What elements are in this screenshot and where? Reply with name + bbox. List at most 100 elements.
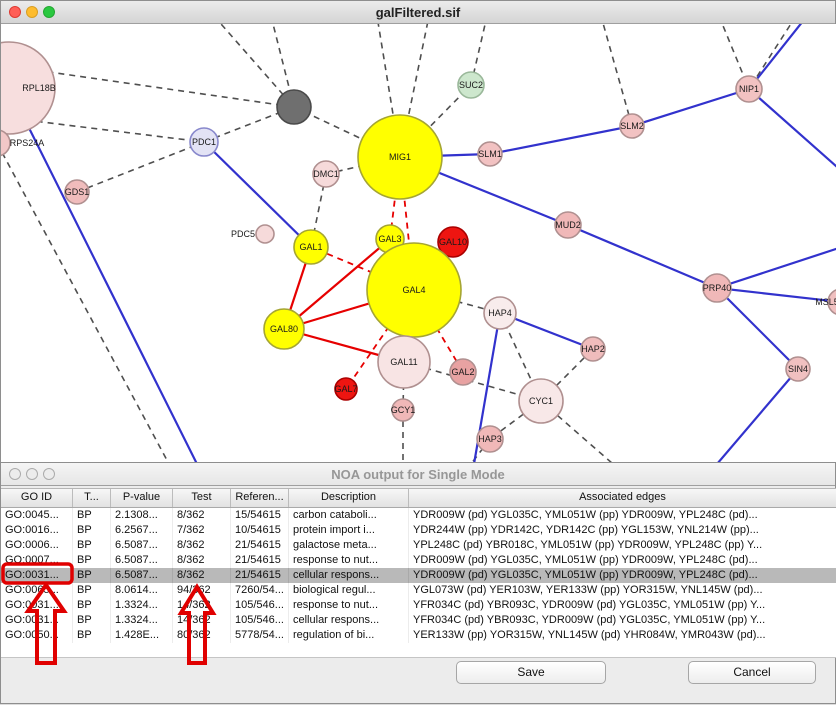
edge[interactable]: [716, 287, 799, 370]
node-label-hap4: HAP4: [488, 308, 512, 318]
node-label-gal3: GAL3: [378, 234, 401, 244]
node-rpl18b[interactable]: [1, 41, 56, 135]
node-label-cyc1: CYC1: [529, 396, 553, 406]
node-mud2[interactable]: [554, 211, 582, 239]
column-header-associated-edges[interactable]: Associated edges: [409, 489, 836, 507]
edge[interactable]: [1, 143, 170, 463]
node-gal7[interactable]: [334, 377, 358, 401]
edge[interactable]: [748, 88, 836, 174]
node-slm2[interactable]: [619, 113, 645, 139]
minimize-button[interactable]: [26, 6, 38, 18]
edge[interactable]: [567, 223, 718, 290]
node-msl5[interactable]: [827, 289, 836, 315]
edge[interactable]: [293, 106, 401, 158]
node-gcy1[interactable]: [391, 398, 415, 422]
cancel-button[interactable]: Cancel: [688, 661, 816, 684]
edge[interactable]: [716, 368, 799, 463]
edge[interactable]: [214, 24, 295, 108]
node-gal4[interactable]: [366, 242, 462, 338]
edge[interactable]: [748, 24, 796, 90]
node-label-slm1: SLM1: [478, 149, 502, 159]
cell: protein import i...: [289, 523, 409, 538]
node-label-gds1: GDS1: [65, 187, 90, 197]
node-label-mud2: MUD2: [555, 220, 581, 230]
node-nip1[interactable]: [735, 75, 763, 103]
node-sin4[interactable]: [785, 356, 811, 382]
edge[interactable]: [1, 64, 295, 108]
edge[interactable]: [748, 24, 807, 90]
node-gal80[interactable]: [263, 308, 305, 350]
node-pdc5[interactable]: [255, 224, 275, 244]
cell: 1.3324...: [111, 613, 173, 628]
cell: GO:0006...: [1, 538, 73, 553]
node-dmc1[interactable]: [312, 160, 340, 188]
node-gal10[interactable]: [437, 226, 469, 258]
cell: galactose meta...: [289, 538, 409, 553]
node-label-gcy1: GCY1: [391, 405, 416, 415]
node-mig1[interactable]: [357, 114, 443, 200]
edge[interactable]: [310, 246, 415, 291]
zoom-button[interactable]: [43, 468, 55, 480]
column-header-description[interactable]: Description: [289, 489, 409, 507]
cell: 8/362: [173, 508, 231, 523]
node-cyc1[interactable]: [518, 378, 564, 424]
node-gds1[interactable]: [64, 179, 90, 205]
node-gal11[interactable]: [377, 335, 431, 389]
edge[interactable]: [76, 141, 205, 193]
column-header-t-[interactable]: T...: [73, 489, 111, 507]
cell: BP: [73, 583, 111, 598]
node-prp40[interactable]: [702, 273, 732, 303]
close-button[interactable]: [9, 468, 21, 480]
noa-window-titlebar[interactable]: NOA output for Single Mode: [1, 463, 835, 486]
edge[interactable]: [631, 87, 750, 128]
node-rps24a[interactable]: [1, 129, 11, 157]
network-canvas[interactable]: RPL18BRPS24AGDS1PDC1MIG1SUC2SLM1SLM2NIP1…: [1, 24, 836, 463]
edge[interactable]: [345, 289, 415, 390]
node-label-gal80: GAL80: [270, 324, 298, 334]
edge[interactable]: [601, 24, 633, 127]
cell: BP: [73, 598, 111, 613]
cell: YFR034C (pd) YBR093C, YDR009W (pd) YGL03…: [409, 613, 836, 628]
cell: 6.5087...: [111, 538, 173, 553]
save-button[interactable]: Save: [456, 661, 606, 684]
zoom-button[interactable]: [43, 6, 55, 18]
node-hap2[interactable]: [580, 336, 606, 362]
edge[interactable]: [489, 124, 633, 156]
node-hap4[interactable]: [483, 296, 517, 330]
node-pdc1[interactable]: [189, 127, 219, 157]
node-hap3[interactable]: [476, 425, 504, 453]
edge[interactable]: [716, 286, 836, 303]
edge[interactable]: [8, 87, 198, 463]
node-label-hap2: HAP2: [581, 344, 605, 354]
node-slm1[interactable]: [477, 141, 503, 167]
node-label-sin4: SIN4: [788, 364, 808, 374]
column-header-go-id[interactable]: GO ID: [1, 489, 73, 507]
edge[interactable]: [716, 246, 836, 290]
column-header-p-value[interactable]: P-value: [111, 489, 173, 507]
edge[interactable]: [719, 24, 750, 90]
node-gal2[interactable]: [449, 358, 477, 386]
minimize-button[interactable]: [26, 468, 38, 480]
edge[interactable]: [203, 141, 312, 248]
edge[interactable]: [283, 238, 391, 330]
cell: response to nut...: [289, 553, 409, 568]
node-label-gal11: GAL11: [390, 357, 417, 367]
node-gal1[interactable]: [293, 229, 329, 265]
close-button[interactable]: [9, 6, 21, 18]
node-suc2[interactable]: [457, 71, 485, 99]
column-header-test[interactable]: Test: [173, 489, 231, 507]
column-header-referen-[interactable]: Referen...: [231, 489, 289, 507]
node-unnamed-gray[interactable]: [276, 89, 312, 125]
network-window-titlebar[interactable]: galFiltered.sif: [1, 1, 835, 24]
